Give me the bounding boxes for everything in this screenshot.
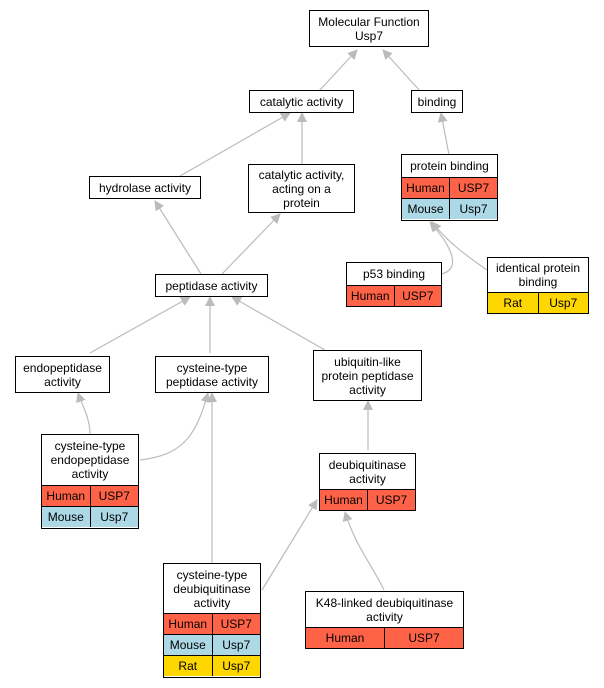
species-cell: Human	[325, 631, 365, 645]
node-binding[interactable]: binding	[411, 90, 463, 113]
edge-cysendo-to-endopep	[76, 392, 91, 435]
species-cell: Human	[168, 617, 208, 631]
edge-protbind-to-binding	[437, 112, 450, 156]
species-cell: Human	[46, 489, 86, 503]
species-row: Human USP7	[306, 627, 463, 648]
species-cell: Rat	[503, 296, 523, 310]
gene-cell: USP7	[384, 628, 463, 648]
species-row: Mouse Usp7	[42, 506, 138, 527]
node-endopeptidase-activity[interactable]: endopeptidase activity	[15, 356, 110, 393]
gene-cell: Usp7	[211, 656, 261, 676]
node-title: p53 binding	[362, 267, 426, 281]
node-title: Molecular Function Usp7	[318, 14, 420, 43]
node-ubiquitin-like-protein-peptidase-activity[interactable]: ubiquitin-like protein peptidase activit…	[313, 350, 422, 401]
gene-cell: Usp7	[211, 635, 261, 655]
species-cell: Mouse	[407, 202, 444, 216]
edge-cysendo-to-cyspep	[139, 392, 211, 461]
node-molecular-function[interactable]: Molecular Function Usp7	[309, 10, 429, 47]
edge-k48-to-deubiq	[342, 511, 385, 591]
edge-catalytic-to-mf	[318, 49, 358, 92]
species-row: Rat Usp7	[164, 655, 260, 676]
node-catalytic-activity[interactable]: catalytic activity	[249, 90, 354, 113]
edge-endopep-to-peptidase	[89, 296, 191, 354]
gene-cell: USP7	[211, 614, 261, 634]
node-title: identical protein binding	[495, 261, 581, 289]
node-title: peptidase activity	[165, 278, 258, 293]
node-title: cysteine-type endopeptidase activity	[50, 439, 130, 481]
node-peptidase-activity[interactable]: peptidase activity	[155, 274, 268, 297]
node-title: binding	[417, 94, 457, 109]
gene-cell: USP7	[367, 490, 415, 510]
edge-peptidase-to-catprot	[221, 213, 281, 275]
species-row: Human USP7	[320, 489, 415, 510]
species-row: Human USP7	[402, 177, 497, 198]
edge-hydrolase-to-catalytic	[179, 112, 291, 177]
node-title: protein binding	[410, 159, 489, 173]
node-catalytic-activity-acting-on-protein[interactable]: catalytic activity, acting on a protein	[248, 164, 355, 213]
node-title: ubiquitin-like protein peptidase activit…	[321, 354, 414, 397]
edge-peptidase-to-hydrolase	[154, 200, 202, 275]
gene-cell: Usp7	[89, 507, 139, 527]
species-row: Rat Usp7	[488, 292, 588, 313]
gene-cell: USP7	[393, 286, 442, 306]
node-title: cysteine-type deubiquitinase activity	[173, 567, 251, 610]
species-row: Mouse Usp7	[402, 198, 497, 219]
gene-cell: Usp7	[449, 199, 497, 219]
edge-identical-to-protbind	[431, 221, 488, 271]
node-title: K48-linked deubiquitinase activity	[315, 595, 454, 624]
edge-binding-to-mf	[382, 49, 421, 92]
edge-cysdeubiq-to-deubiq	[261, 499, 318, 591]
gene-cell: USP7	[449, 178, 497, 198]
species-row: Mouse Usp7	[164, 634, 260, 655]
node-title: deubiquitinase activity	[328, 457, 407, 486]
species-cell: Human	[324, 493, 363, 507]
node-title: endopeptidase activity	[23, 360, 102, 389]
node-title: catalytic activity, acting on a protein	[258, 167, 345, 210]
node-title: hydrolase activity	[98, 180, 192, 195]
species-cell: Human	[350, 289, 390, 303]
species-cell: Rat	[178, 659, 198, 673]
edge-ubl-to-peptidase	[231, 296, 326, 351]
gene-cell: Usp7	[537, 293, 589, 313]
node-title: catalytic activity	[259, 94, 344, 109]
node-hydrolase-activity[interactable]: hydrolase activity	[89, 176, 201, 199]
species-cell: Human	[406, 181, 445, 195]
species-cell: Mouse	[47, 510, 84, 524]
gene-cell: USP7	[89, 486, 139, 506]
species-cell: Mouse	[169, 638, 206, 652]
node-title: cysteine-type peptidase activity	[165, 360, 259, 389]
node-cysteine-type-peptidase-activity[interactable]: cysteine-type peptidase activity	[155, 356, 269, 393]
